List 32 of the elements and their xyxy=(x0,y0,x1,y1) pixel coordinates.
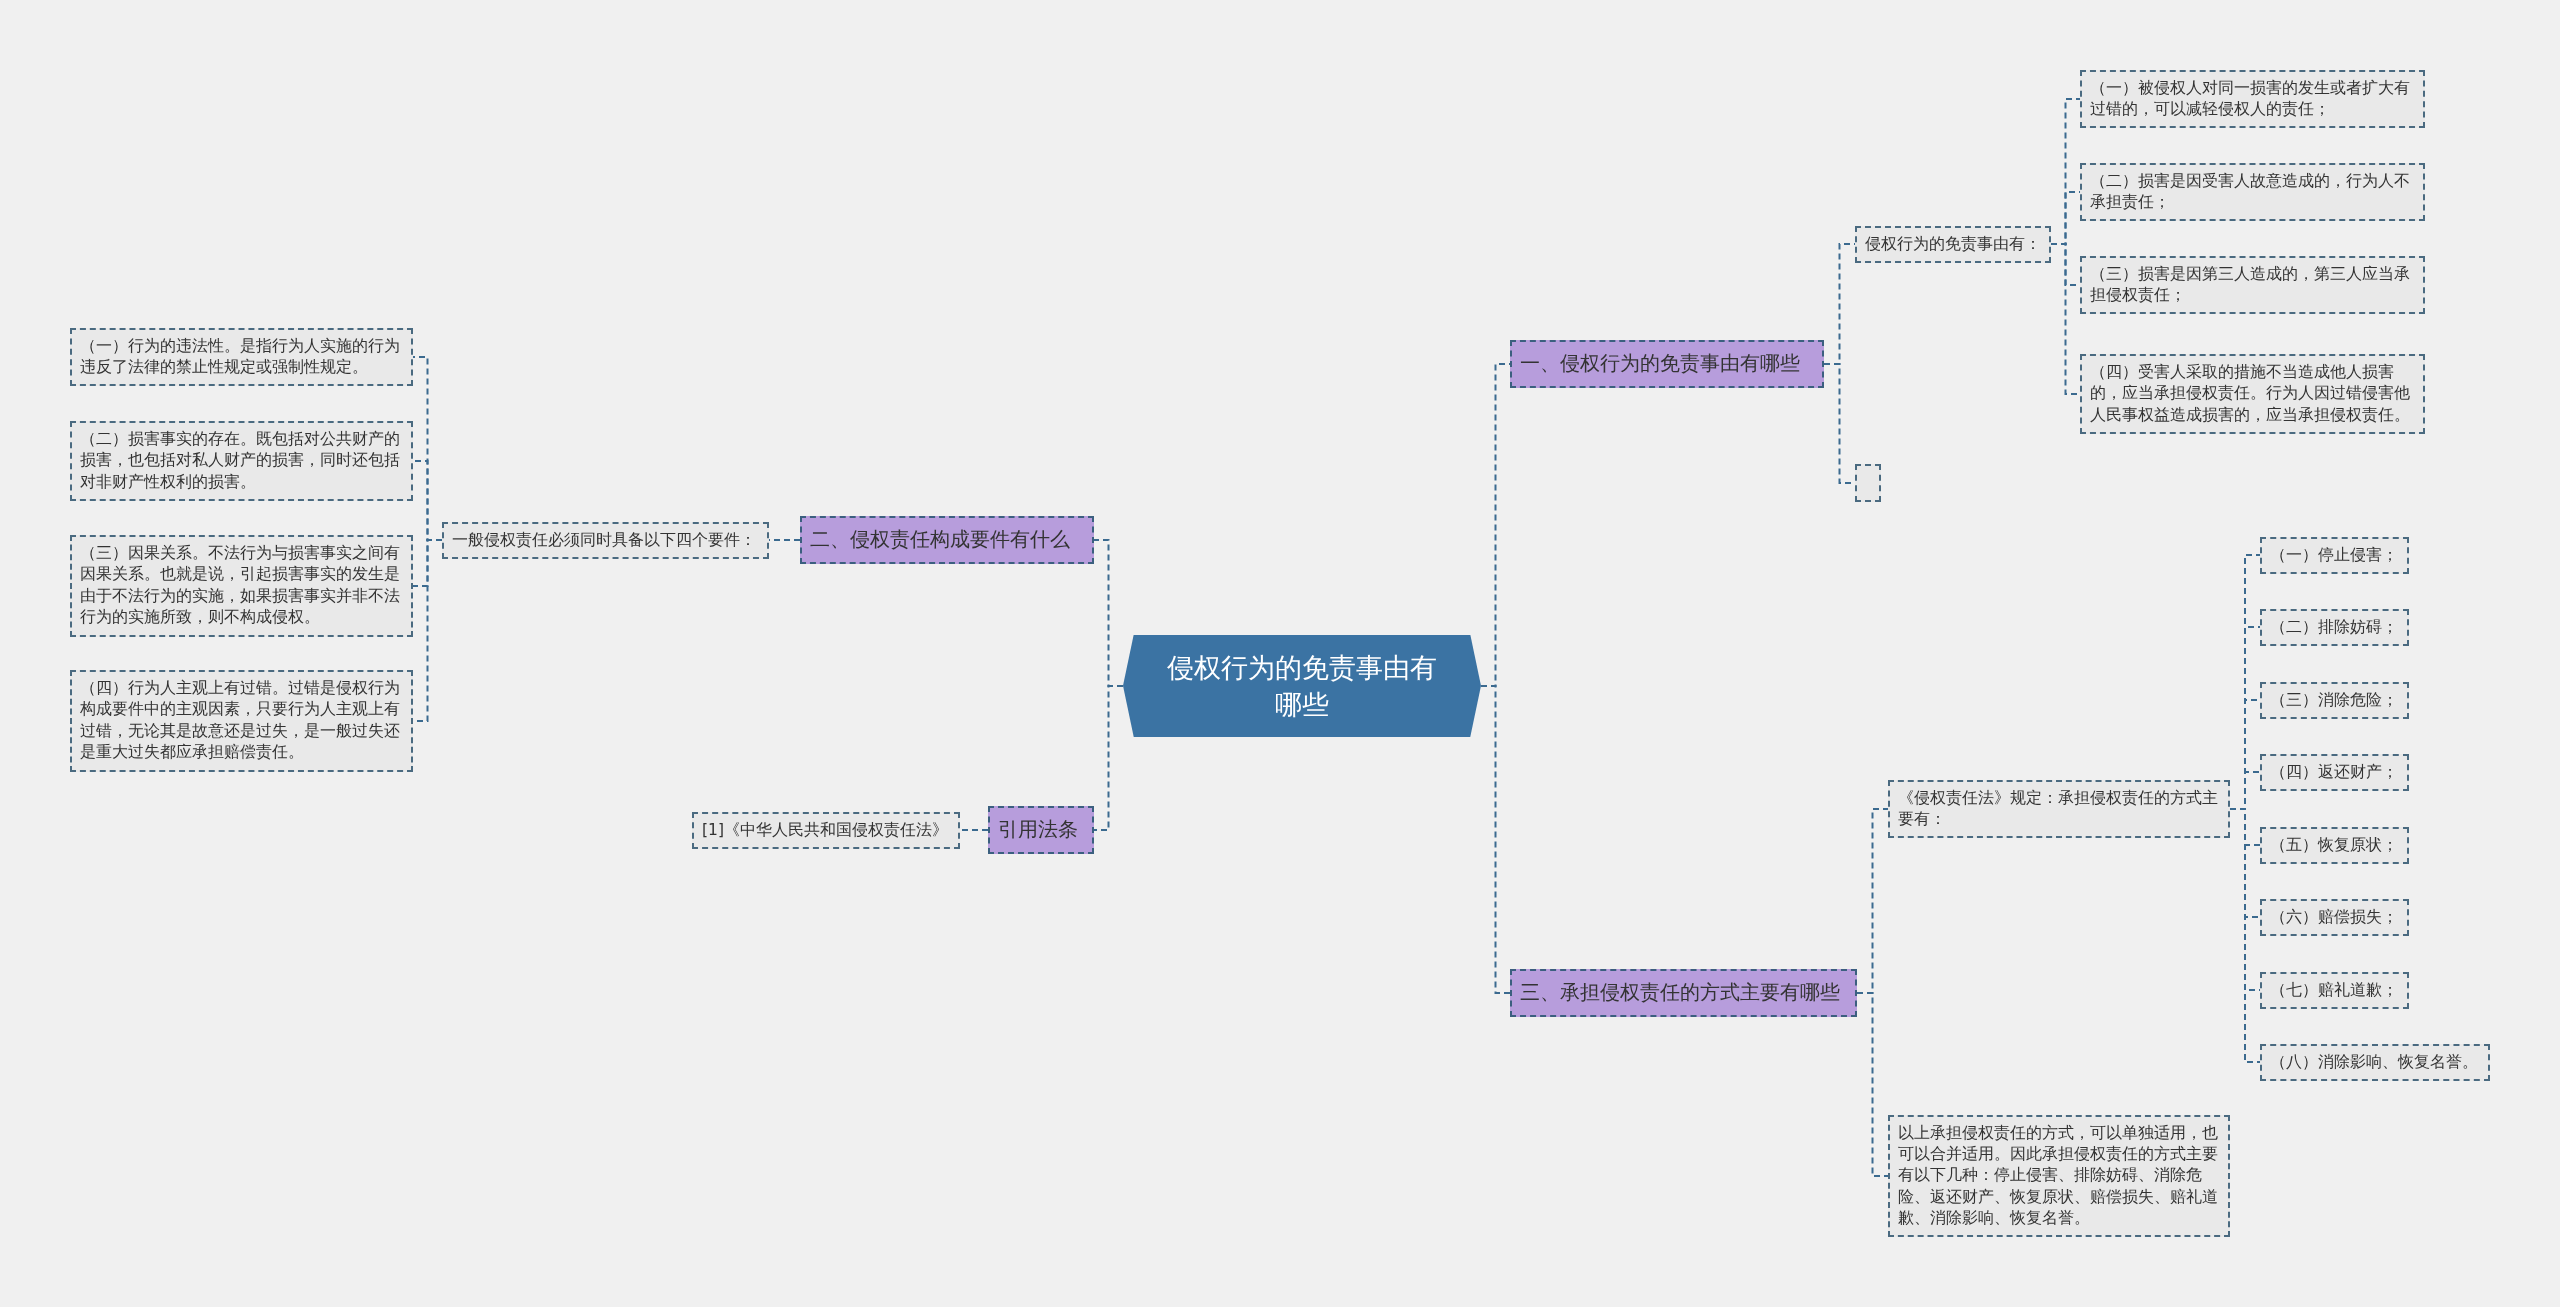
subtopic-box: （二）排除妨碍； xyxy=(2260,608,2409,646)
topic-box: 引用法条 xyxy=(988,806,1094,854)
subtopic-box: （一）行为的违法性。是指行为人实施的行为违反了法律的禁止性规定或强制性规定。 xyxy=(70,327,413,387)
topic-box: 二、侵权责任构成要件有什么 xyxy=(800,516,1094,564)
topic-box: 三、承担侵权责任的方式主要有哪些 xyxy=(1510,969,1857,1017)
subtopic-box: （五）恢复原状； xyxy=(2260,826,2409,864)
empty-box xyxy=(1855,464,1881,502)
subtopic-box: 以上承担侵权责任的方式，可以单独适用，也可以合并适用。因此承担侵权责任的方式主要有以下几种：停止侵害、排除妨碍、消除危险、返还财产、恢复原状、赔偿损失、赔礼道歉、消除影响、恢复名誉。 xyxy=(1888,1114,2230,1238)
subtopic-box: （三）损害是因第三人造成的，第三人应当承担侵权责任； xyxy=(2080,255,2425,315)
subtopic-box: 《侵权责任法》规定：承担侵权责任的方式主要有： xyxy=(1888,779,2230,839)
subtopic-box: （四）受害人采取的措施不当造成他人损害的，应当承担侵权责任。行为人因过错侵害他人民事权益造成损害的，应当承担侵权责任。 xyxy=(2080,354,2425,435)
subtopic-box: （八）消除影响、恢复名誉。 xyxy=(2260,1043,2490,1081)
connector-line xyxy=(959,829,989,831)
subtopic-box: （一）被侵权人对同一损害的发生或者扩大有过错的，可以减轻侵权人的责任； xyxy=(2080,69,2425,129)
subtopic-box: [1]《中华人民共和国侵权责任法》 xyxy=(692,811,960,849)
connector-line xyxy=(1093,685,1124,831)
subtopic-box: （二）损害是因受害人故意造成的，行为人不承担责任； xyxy=(2080,162,2425,222)
subtopic-box: （三）消除危险； xyxy=(2260,681,2409,719)
subtopic-box: （七）赔礼道歉； xyxy=(2260,971,2409,1009)
subtopic-box: （四）返还财产； xyxy=(2260,753,2409,791)
subtopic-box: （六）赔偿损失； xyxy=(2260,898,2409,936)
subtopic-box: （一）停止侵害； xyxy=(2260,536,2409,574)
subtopic-box: （三）因果关系。不法行为与损害事实之间有因果关系。也就是说，引起损害事实的发生是由于不法行为的实施，如果损害事实并非不法行为的实施所致，则不构成侵权。 xyxy=(70,535,413,637)
connector-line xyxy=(1480,685,1511,994)
connector-line xyxy=(1856,992,1889,1177)
subtopic-box: （二）损害事实的存在。既包括对公共财产的损害，也包括对私人财产的损害，同时还包括对非财产性权利的损害。 xyxy=(70,421,413,502)
subtopic-box: 侵权行为的免责事由有： xyxy=(1855,225,2051,263)
subtopic-box: （四）行为人主观上有过错。过错是侵权行为构成要件中的主观因素，只要行为人主观上有过错，无论其是故意还是过失，是一般过失还是重大过失都应承担赔偿责任。 xyxy=(70,670,413,772)
central-topic: 侵权行为的免责事由有哪些 xyxy=(1123,634,1481,737)
subtopic-box: 一般侵权责任必须同时具备以下四个要件： xyxy=(442,521,769,559)
connector-line xyxy=(2229,808,2261,1063)
topic-box: 一、侵权行为的免责事由有哪些 xyxy=(1510,340,1824,388)
